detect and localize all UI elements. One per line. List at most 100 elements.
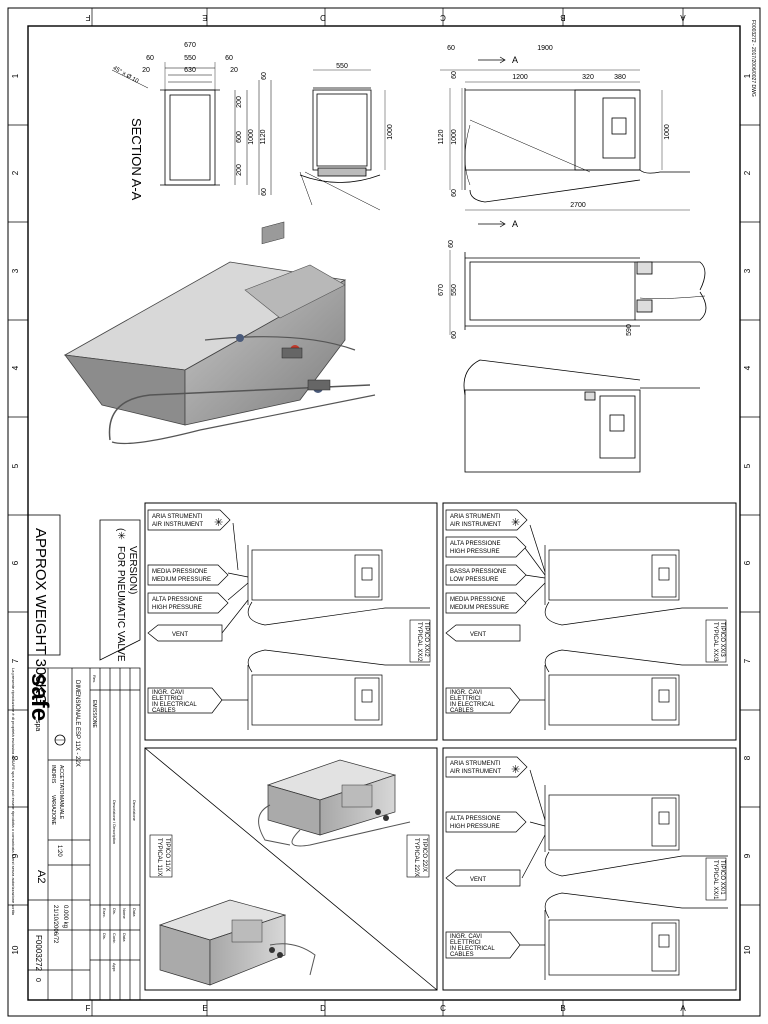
dim-60: 60: [146, 55, 154, 62]
row-number: 5: [11, 463, 20, 468]
cables-line: IN ELECTRICAL: [450, 946, 495, 952]
revision: 0: [34, 978, 41, 982]
row-number: 3: [743, 268, 752, 273]
col-letter: B: [560, 13, 565, 22]
dim-1000: 1000: [451, 129, 458, 145]
desc-header: Descrizione / Description: [112, 800, 117, 844]
label-line: MEDIUM PRESSURE: [450, 605, 509, 611]
cables-line: INGR. CAVI: [450, 690, 482, 696]
title-block: [27, 667, 141, 1001]
row-label: Nome: [122, 908, 127, 919]
dim-1200: 1200: [512, 74, 528, 81]
label-line: ARIA STRUMENTI: [450, 514, 501, 520]
iso-upper-render: [258, 759, 411, 847]
panel-typical-xx1: [442, 747, 737, 991]
dim-1000: 1000: [248, 129, 255, 145]
pneumatic-line2: VERSION): [127, 546, 138, 594]
row-number: 9: [743, 853, 752, 858]
pneumatic-asterisk-icon: ✳: [214, 517, 223, 529]
label-line: AIR INSTRUMENT: [450, 769, 501, 775]
row-numbers-left: 1 2 3 4 5 6 7 8 9 10: [11, 73, 20, 954]
dim-20: 20: [142, 67, 150, 74]
row-label: Appr.: [112, 963, 117, 972]
dim-1000: 1000: [664, 124, 671, 140]
label-line: MEDIUM PRESSURE: [152, 577, 211, 583]
dim-630: 630: [184, 67, 196, 74]
dim-590: 590: [626, 324, 633, 336]
weight-box: [27, 514, 61, 656]
label-line: AIR INSTRUMENT: [450, 522, 501, 528]
dim-200: 200: [236, 164, 243, 176]
section-arrows: [478, 56, 506, 228]
pneumatic-asterisk-icon: ✳: [511, 517, 520, 529]
checked-a: VARIAZIONE: [50, 795, 56, 826]
row-label: Dis.: [112, 908, 117, 915]
file-reference: F0003272 - 2017/2006/0027 DWG: [750, 20, 756, 97]
iso-tag-a-box: [406, 834, 430, 878]
section-marker: A: [512, 219, 518, 229]
row-number: 8: [743, 755, 752, 760]
dim-60: 60: [261, 188, 268, 196]
cables-line: IN ELECTRICAL: [450, 702, 495, 708]
company-suffix: spa: [34, 720, 41, 731]
col-letter: E: [202, 1004, 207, 1013]
rev-description: EMISSIONE: [91, 700, 97, 728]
pneumatic-asterisk-icon: ✳: [511, 764, 520, 776]
chamfer-note: 45° x Ø 10: [112, 65, 140, 85]
xx1-drawing: [520, 769, 728, 980]
label-line: MEDIA PRESSIONE: [152, 569, 207, 575]
isometric-render: [63, 221, 376, 445]
row-number: 10: [11, 945, 20, 954]
pneumatic-symbol: (✳: [115, 528, 126, 540]
label-line: HIGH PRESSURE: [450, 824, 500, 830]
label-line: ALTA PRESSIONE: [450, 541, 500, 547]
label-line: ALTA PRESSIONE: [152, 597, 202, 603]
sheet-format: A2: [35, 870, 47, 883]
section-markers: A A: [512, 55, 518, 229]
dim-60: 60: [447, 45, 455, 52]
dim-550: 550: [336, 63, 348, 70]
dim-1900: 1900: [537, 45, 553, 52]
row-number: 1: [11, 73, 20, 78]
dim-380: 380: [614, 74, 626, 81]
front-view: [299, 69, 386, 211]
company-logo: safe: [26, 673, 53, 721]
dim-1120: 1120: [260, 129, 267, 144]
row-label: Data: [132, 908, 137, 917]
xx1-labels: ARIA STRUMENTI AIR INSTRUMENT ✳ ALTA PRE…: [445, 756, 528, 959]
dim-670: 670: [184, 42, 196, 49]
cables-line: IN ELECTRICAL: [152, 702, 197, 708]
dim-600: 600: [236, 131, 243, 143]
title-block-text: safe spa DIMENSIONALE ESP 11X - 22X INDI…: [26, 673, 137, 982]
dim-1000: 1000: [387, 124, 394, 140]
pneumatic-flag: [99, 519, 141, 661]
dim-200: 200: [236, 96, 243, 108]
outer-frame: [7, 7, 761, 1017]
cables-line: INGR. CAVI: [152, 690, 184, 696]
dim-60: 60: [451, 331, 458, 339]
row-number: 7: [11, 658, 20, 663]
dim-550: 550: [184, 55, 196, 62]
dim-1120: 1120: [438, 129, 445, 144]
label-line: ALTA PRESSIONE: [450, 816, 500, 822]
top-dimensions: 60 670 550 60 590: [438, 240, 633, 339]
tag-line: TIPICO XX/3: [719, 622, 725, 657]
lower-elevation: [463, 359, 700, 473]
cables-line: CABLES: [152, 708, 176, 714]
col-letter: F: [85, 13, 90, 22]
row-number: 10: [743, 945, 752, 954]
row-number: 7: [743, 658, 752, 663]
row-number: 2: [743, 170, 752, 175]
tag-line: TIPICO XX/2: [423, 622, 429, 657]
col-letter: B: [560, 1004, 565, 1013]
label-line: BASSA PRESSIONE: [450, 569, 506, 575]
row-number: 8: [11, 755, 20, 760]
dim-60: 60: [451, 71, 458, 79]
cables-line: INGR. CAVI: [450, 934, 482, 940]
tag-line: TIPICO XX/1: [719, 860, 725, 895]
owner-b: ACCETTATO: [58, 765, 64, 795]
row-number: 5: [743, 463, 752, 468]
section-dimensions: 670 550 60 60 20 630 20 45° x Ø 10 60 20…: [112, 42, 268, 196]
row-label: Data: [122, 933, 127, 942]
tag-line: TYPICAL XX/2: [416, 622, 422, 662]
